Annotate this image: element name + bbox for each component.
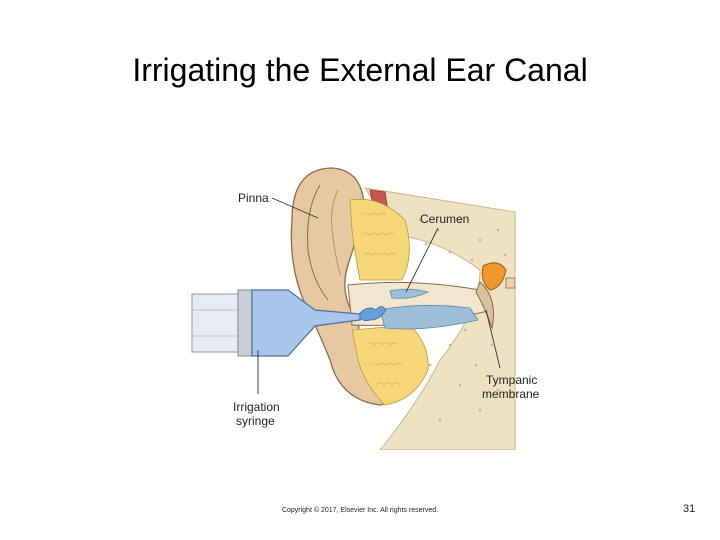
ossicle [481, 262, 507, 291]
ear-irrigation-illustration [191, 167, 516, 450]
page-number: 31 [683, 503, 696, 515]
label-cerumen: Cerumen [420, 212, 470, 226]
label-tympanic-line2: membrane [482, 387, 540, 401]
fat-lower [351, 324, 429, 406]
cerumen-plug [389, 288, 430, 299]
fat-upper [349, 198, 410, 281]
syringe-plunger [191, 293, 245, 353]
bone-texture [418, 218, 507, 422]
label-pinna: Pinna [238, 191, 269, 205]
syringe-ring [237, 289, 253, 357]
pinna-fold [307, 184, 329, 301]
syringe-barrel [251, 289, 361, 357]
cerumen-leader [405, 227, 439, 293]
tympanic-membrane-shape [475, 281, 494, 330]
label-syringe-line1: Irrigation [233, 400, 280, 414]
tympanic-leader [485, 309, 501, 369]
label-tympanic-line1: Tympanic [486, 373, 538, 387]
copyright-footer: Copyright © 2017, Elsevier Inc. All righ… [281, 507, 439, 514]
label-syringe-line2: syringe [236, 414, 275, 428]
water-jet [359, 306, 387, 322]
fat-texture [361, 212, 403, 386]
pinna-inner [331, 189, 341, 276]
canal-water [379, 305, 479, 330]
ossicle-small [505, 277, 516, 289]
slide-title: Irrigating the External Ear Canal [132, 52, 588, 88]
pinna-leader [271, 197, 319, 219]
temporal-bone [363, 187, 516, 450]
